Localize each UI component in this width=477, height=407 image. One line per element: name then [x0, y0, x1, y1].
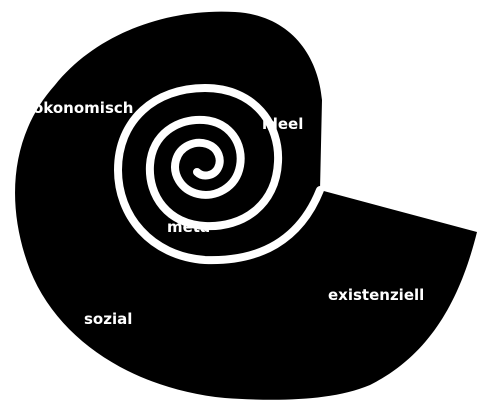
label-oekonomisch: ökonomisch — [33, 101, 133, 116]
shell-silhouette — [15, 12, 477, 400]
label-ideel: ideel — [262, 117, 303, 132]
label-sozial: sozial — [84, 312, 132, 327]
label-existenziell: existenziell — [328, 288, 424, 303]
label-meta: meta — [167, 220, 210, 235]
